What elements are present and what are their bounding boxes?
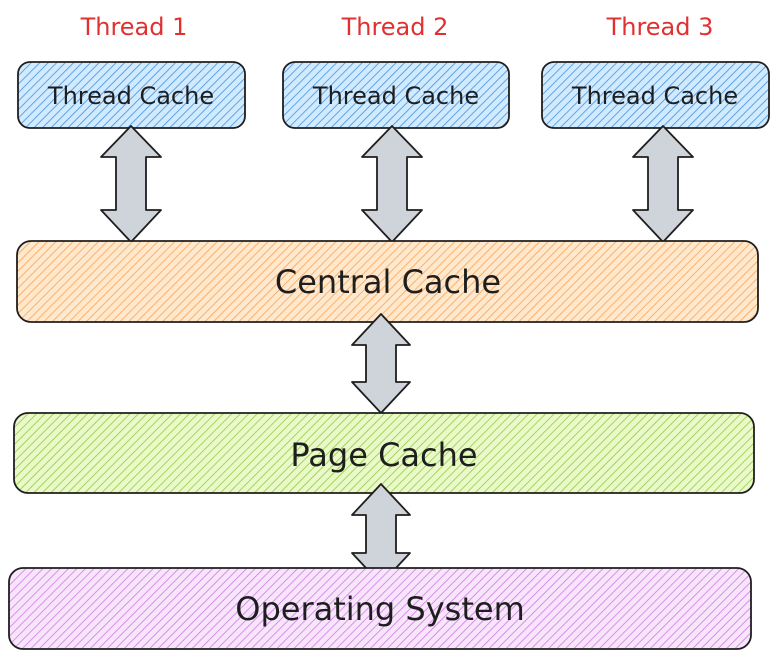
operating-system-label: Operating System [235,590,524,628]
thread-3-title: Thread 3 [606,13,714,41]
thread-2-title: Thread 2 [341,13,449,41]
page-cache-box: Page Cache [13,412,755,494]
double-arrow-thread3-central [632,125,694,243]
double-arrow-thread2-central [361,125,423,243]
page-cache-label: Page Cache [290,436,477,474]
central-cache-box: Central Cache [16,240,759,323]
double-arrow-thread1-central [100,125,162,243]
central-cache-label: Central Cache [275,263,501,301]
thread-cache-label-3: Thread Cache [571,82,738,110]
thread-cache-box-1: Thread Cache [17,61,246,129]
operating-system-box: Operating System [8,567,752,650]
thread-cache-box-3: Thread Cache [541,61,770,129]
thread-1-title: Thread 1 [80,13,188,41]
thread-cache-box-2: Thread Cache [282,61,510,129]
thread-cache-label-2: Thread Cache [312,82,479,110]
thread-cache-label-1: Thread Cache [47,82,214,110]
double-arrow-central-page [351,313,411,414]
